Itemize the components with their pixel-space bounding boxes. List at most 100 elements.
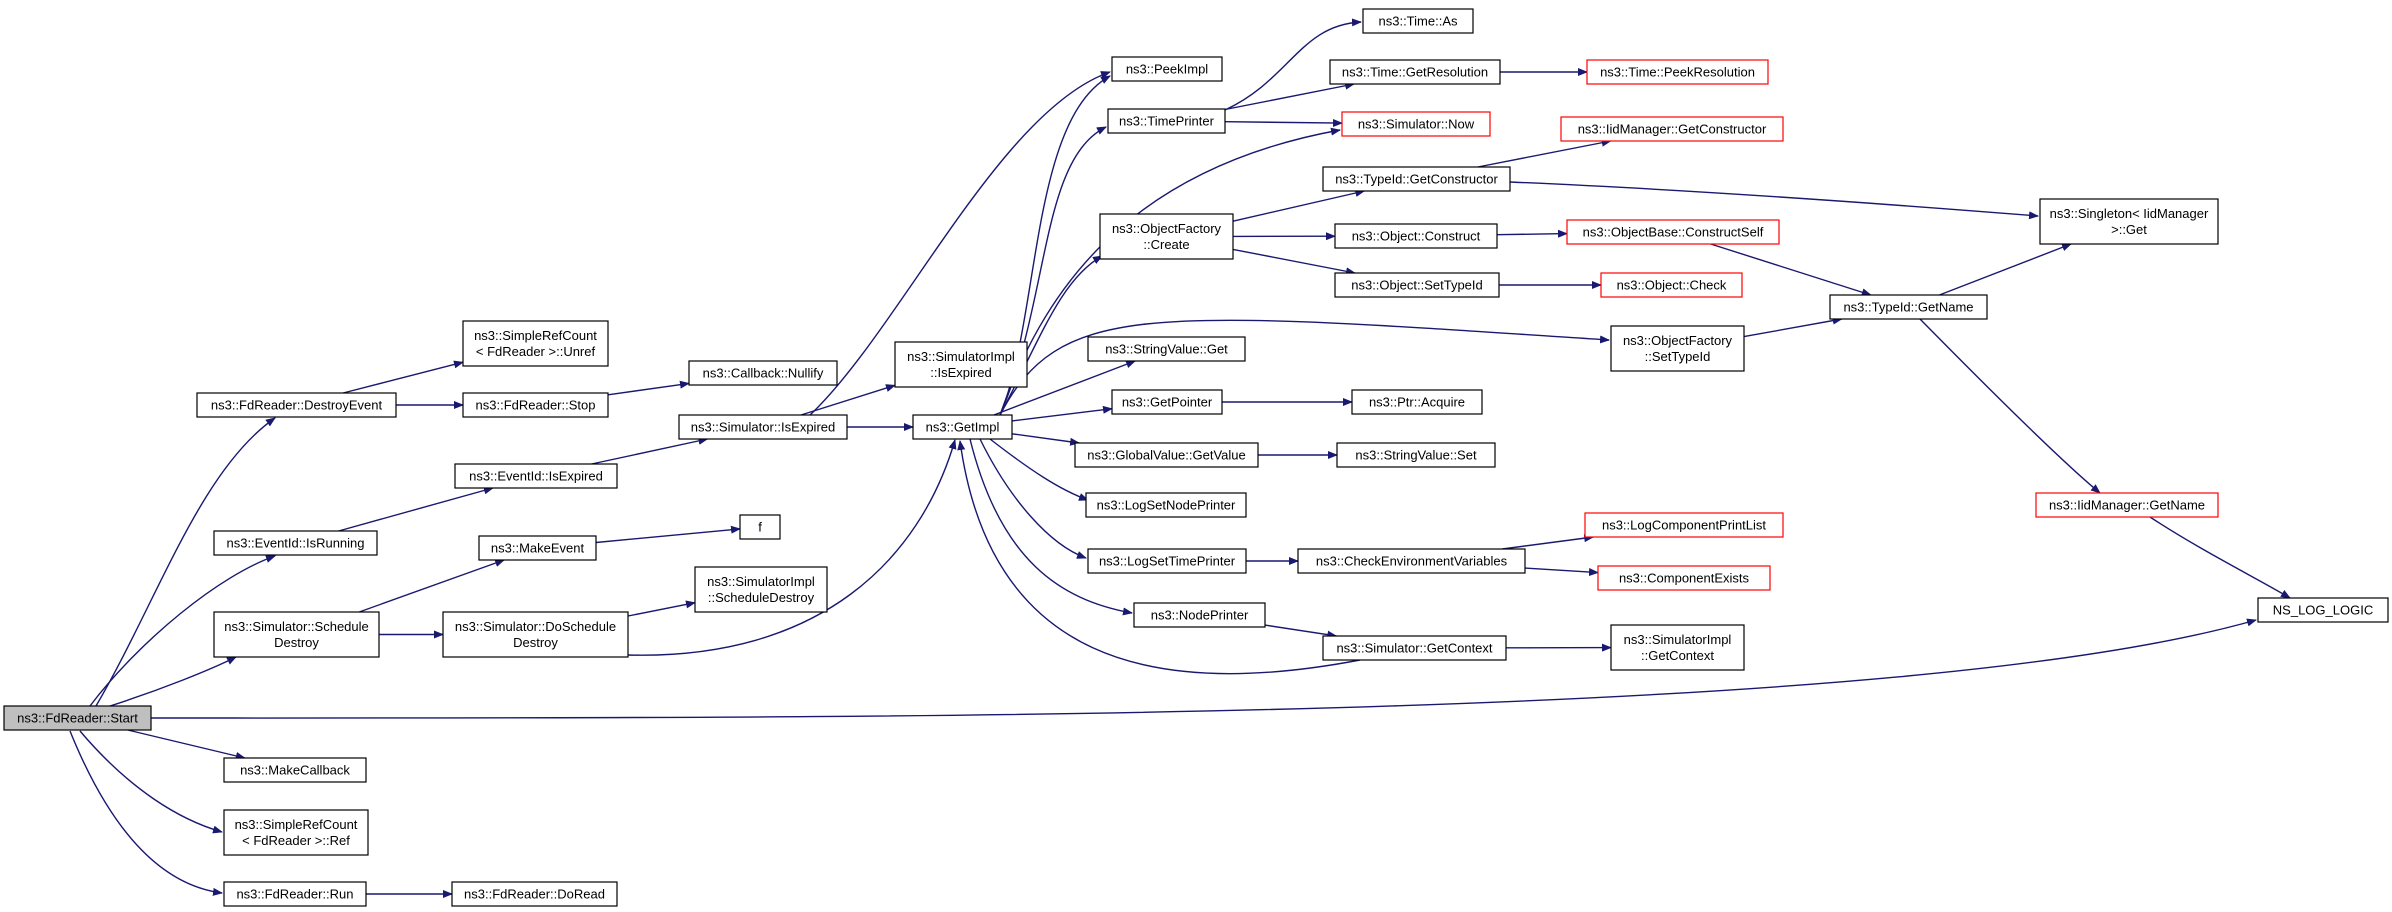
node-box[interactable] [3, 705, 152, 731]
node-box[interactable] [223, 809, 369, 856]
node-makeevent[interactable]: ns3::MakeEvent [478, 535, 597, 561]
node-box[interactable] [1829, 294, 1988, 320]
node-box[interactable] [1600, 272, 1743, 298]
node-box[interactable] [442, 611, 629, 658]
node-box[interactable] [1586, 59, 1769, 85]
node-eventisexpired[interactable]: ns3::EventId::IsExpired [454, 463, 618, 489]
node-run[interactable]: ns3::FdReader::Run [223, 881, 367, 907]
node-objbaseconstruct[interactable]: ns3::ObjectBase::ConstructSelf [1566, 219, 1780, 245]
node-peekimpl[interactable]: ns3::PeekImpl [1111, 56, 1223, 82]
node-singletonget[interactable]: ns3::Singleton< IidManager >::Get [2039, 198, 2219, 245]
node-box[interactable] [2257, 597, 2389, 623]
node-box[interactable] [223, 757, 367, 783]
node-box[interactable] [213, 611, 380, 658]
node-box[interactable] [1297, 548, 1526, 574]
node-simgetctx[interactable]: ns3::Simulator::GetContext [1322, 635, 1507, 661]
node-box[interactable] [1610, 624, 1745, 671]
node-f[interactable]: f [739, 514, 781, 540]
node-box[interactable] [1362, 8, 1474, 34]
node-ofsettypeid[interactable]: ns3::ObjectFactory::SetTypeId [1610, 325, 1745, 372]
node-ofcreate[interactable]: ns3::ObjectFactory::Create [1099, 213, 1234, 260]
node-typeidgetname[interactable]: ns3::TypeId::GetName [1829, 294, 1988, 320]
node-unref[interactable]: ns3::SimpleRefCount< FdReader >::Unref [462, 320, 609, 367]
node-scheddestroy[interactable]: ns3::Simulator::ScheduleDestroy [213, 611, 380, 658]
node-box[interactable] [694, 566, 828, 613]
node-logsetnodeprinter[interactable]: ns3::LogSetNodePrinter [1085, 492, 1247, 518]
node-box[interactable] [1322, 635, 1507, 661]
node-logcompprint[interactable]: ns3::LogComponentPrintList [1584, 512, 1784, 538]
node-box[interactable] [1351, 389, 1483, 415]
node-box[interactable] [454, 463, 618, 489]
node-compexists[interactable]: ns3::ComponentExists [1597, 565, 1771, 591]
node-simnow[interactable]: ns3::Simulator::Now [1341, 111, 1491, 137]
node-box[interactable] [1111, 56, 1223, 82]
node-destroyevent[interactable]: ns3::FdReader::DestroyEvent [196, 392, 397, 418]
node-isrunning[interactable]: ns3::EventId::IsRunning [213, 530, 378, 556]
node-getpointer[interactable]: ns3::GetPointer [1111, 389, 1223, 415]
node-implscheddestroy[interactable]: ns3::SimulatorImpl::ScheduleDestroy [694, 566, 828, 613]
node-objcheck[interactable]: ns3::Object::Check [1600, 272, 1743, 298]
node-ptracquire[interactable]: ns3::Ptr::Acquire [1351, 389, 1483, 415]
node-box[interactable] [2039, 198, 2219, 245]
node-box[interactable] [739, 514, 781, 540]
node-box[interactable] [678, 414, 848, 440]
node-implgetctx[interactable]: ns3::SimulatorImpl::GetContext [1610, 624, 1745, 671]
node-stop[interactable]: ns3::FdReader::Stop [462, 392, 609, 418]
node-box[interactable] [1074, 442, 1259, 468]
node-box[interactable] [1087, 548, 1247, 574]
node-box[interactable] [1610, 325, 1745, 372]
node-box[interactable] [223, 881, 367, 907]
node-box[interactable] [912, 414, 1013, 440]
node-box[interactable] [1099, 213, 1234, 260]
node-globalvalget[interactable]: ns3::GlobalValue::GetValue [1074, 442, 1259, 468]
node-nslog[interactable]: NS_LOG_LOGIC [2257, 597, 2389, 623]
node-box[interactable] [196, 392, 397, 418]
node-strvalget[interactable]: ns3::StringValue::Get [1087, 336, 1246, 362]
node-implisexpired[interactable]: ns3::SimulatorImpl::IsExpired [894, 341, 1028, 388]
node-box[interactable] [1111, 389, 1223, 415]
node-box[interactable] [2035, 492, 2219, 518]
node-timepeekres[interactable]: ns3::Time::PeekResolution [1586, 59, 1769, 85]
node-box[interactable] [1133, 602, 1266, 628]
node-logsettimeprinter[interactable]: ns3::LogSetTimePrinter [1087, 548, 1247, 574]
node-box[interactable] [451, 881, 618, 907]
node-iidgetname[interactable]: ns3::IidManager::GetName [2035, 492, 2219, 518]
node-doread[interactable]: ns3::FdReader::DoRead [451, 881, 618, 907]
node-box[interactable] [1560, 116, 1784, 142]
node-box[interactable] [462, 320, 609, 367]
node-box[interactable] [1597, 565, 1771, 591]
node-strvalset[interactable]: ns3::StringValue::Set [1336, 442, 1496, 468]
node-objconstruct[interactable]: ns3::Object::Construct [1334, 223, 1498, 249]
node-box[interactable] [1329, 59, 1501, 85]
node-nullify[interactable]: ns3::Callback::Nullify [688, 360, 838, 386]
node-iidgetctor[interactable]: ns3::IidManager::GetConstructor [1560, 116, 1784, 142]
node-box[interactable] [478, 535, 597, 561]
node-timeprinter[interactable]: ns3::TimePrinter [1107, 108, 1226, 134]
node-ref[interactable]: ns3::SimpleRefCount< FdReader >::Ref [223, 809, 369, 856]
node-timeas[interactable]: ns3::Time::As [1362, 8, 1474, 34]
node-box[interactable] [1584, 512, 1784, 538]
node-box[interactable] [894, 341, 1028, 388]
node-box[interactable] [213, 530, 378, 556]
node-start[interactable]: ns3::FdReader::Start [3, 705, 152, 731]
node-box[interactable] [1566, 219, 1780, 245]
node-box[interactable] [1334, 272, 1500, 298]
node-box[interactable] [1085, 492, 1247, 518]
node-box[interactable] [1341, 111, 1491, 137]
node-box[interactable] [1107, 108, 1226, 134]
node-simisexpired[interactable]: ns3::Simulator::IsExpired [678, 414, 848, 440]
node-typeidgetctor[interactable]: ns3::TypeId::GetConstructor [1322, 166, 1511, 192]
node-objsettypeid[interactable]: ns3::Object::SetTypeId [1334, 272, 1500, 298]
node-makecallback[interactable]: ns3::MakeCallback [223, 757, 367, 783]
node-timegetres[interactable]: ns3::Time::GetResolution [1329, 59, 1501, 85]
node-getimpl[interactable]: ns3::GetImpl [912, 414, 1013, 440]
node-box[interactable] [1087, 336, 1246, 362]
node-checkenv[interactable]: ns3::CheckEnvironmentVariables [1297, 548, 1526, 574]
node-box[interactable] [1334, 223, 1498, 249]
node-box[interactable] [1322, 166, 1511, 192]
node-box[interactable] [462, 392, 609, 418]
node-box[interactable] [688, 360, 838, 386]
node-nodeprinter[interactable]: ns3::NodePrinter [1133, 602, 1266, 628]
node-box[interactable] [1336, 442, 1496, 468]
